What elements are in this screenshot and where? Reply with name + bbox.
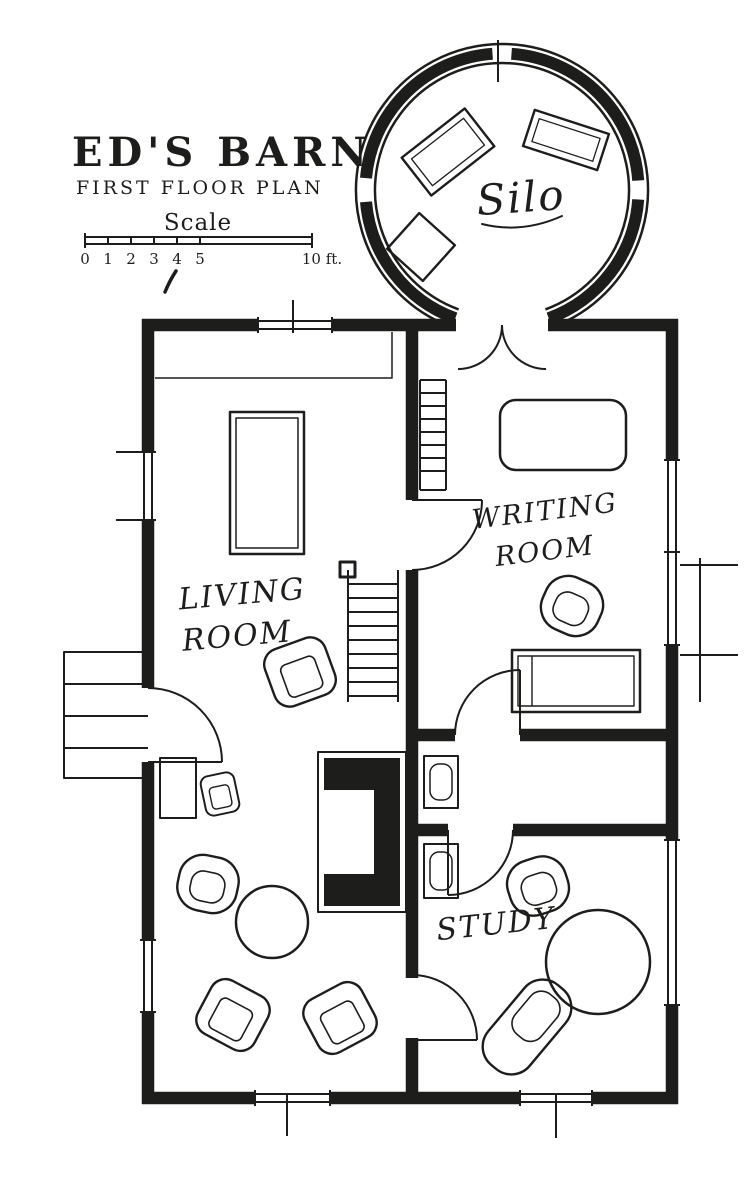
stoop-steps [63, 651, 148, 779]
basement-ladder-stairs [419, 379, 447, 491]
silo-table-2 [521, 108, 611, 172]
writing-daybed [510, 648, 642, 714]
scale-label: Scale [164, 210, 232, 236]
scale-tick-3: 3 [149, 250, 159, 268]
armchair-2 [195, 977, 271, 1053]
living-room-label-1: LIVING [176, 572, 307, 618]
desk-chair [199, 771, 241, 817]
living-desk [159, 757, 197, 819]
soffit-line [155, 332, 393, 379]
windows [116, 317, 680, 1106]
title-block: ED'S BARN FIRST FLOOR PLAN [72, 129, 372, 199]
writing-room-label-2: ROOM [492, 530, 596, 573]
armchair-1 [262, 636, 338, 708]
scale-tick-0: 0 [80, 250, 90, 268]
tub-chair-writing [539, 574, 605, 638]
silo-inner-wall [373, 61, 631, 311]
scale-tick-5: 5 [195, 250, 205, 268]
main-stairs-treads [347, 570, 399, 702]
silo-outer-wall [354, 42, 650, 329]
study-label: STUDY [435, 901, 559, 948]
scale-tick-4: 4 [172, 250, 182, 268]
scale-tick-2: 2 [126, 250, 136, 268]
plan-title: ED'S BARN [72, 129, 372, 176]
fixture-1 [423, 755, 459, 809]
newel-post [338, 560, 357, 579]
room-labels: LIVING ROOM WRITING ROOM STUDY [176, 487, 619, 948]
door-arcs [147, 324, 547, 1041]
exterior-marks [286, 300, 738, 1138]
silo-label: Silo [475, 170, 567, 225]
chaise-study [481, 978, 573, 1076]
scale-bar-lines [84, 233, 313, 248]
scale-end-label: 10 ft. [302, 250, 342, 268]
writing-room-label-1: WRITING [470, 487, 619, 536]
tub-chair-living [176, 853, 240, 915]
writing-cabinet [498, 398, 628, 472]
living-table [228, 410, 306, 556]
armchair-3 [302, 980, 378, 1056]
chimney-outline [317, 751, 407, 913]
round-table-living [234, 884, 310, 960]
silo-crate [385, 211, 457, 283]
tub-chair-study [505, 855, 571, 917]
main-stairs [338, 560, 399, 702]
scale-bar: Scale 0 1 2 3 4 5 10 ft. [80, 210, 342, 294]
silo: Silo [354, 40, 650, 329]
scale-tick-1: 1 [103, 250, 113, 268]
walls [141, 318, 679, 1105]
chimney-fill [324, 758, 400, 906]
silo-label-underline [481, 215, 563, 229]
fixture-2 [423, 843, 459, 899]
silo-table-1 [400, 107, 496, 197]
pen-mark [163, 269, 178, 294]
plan-subtitle: FIRST FLOOR PLAN [76, 177, 324, 199]
living-room-label-2: ROOM [180, 614, 294, 659]
chimney [317, 751, 407, 913]
round-table-study [544, 908, 652, 1016]
silo-wall-fill [360, 47, 645, 324]
